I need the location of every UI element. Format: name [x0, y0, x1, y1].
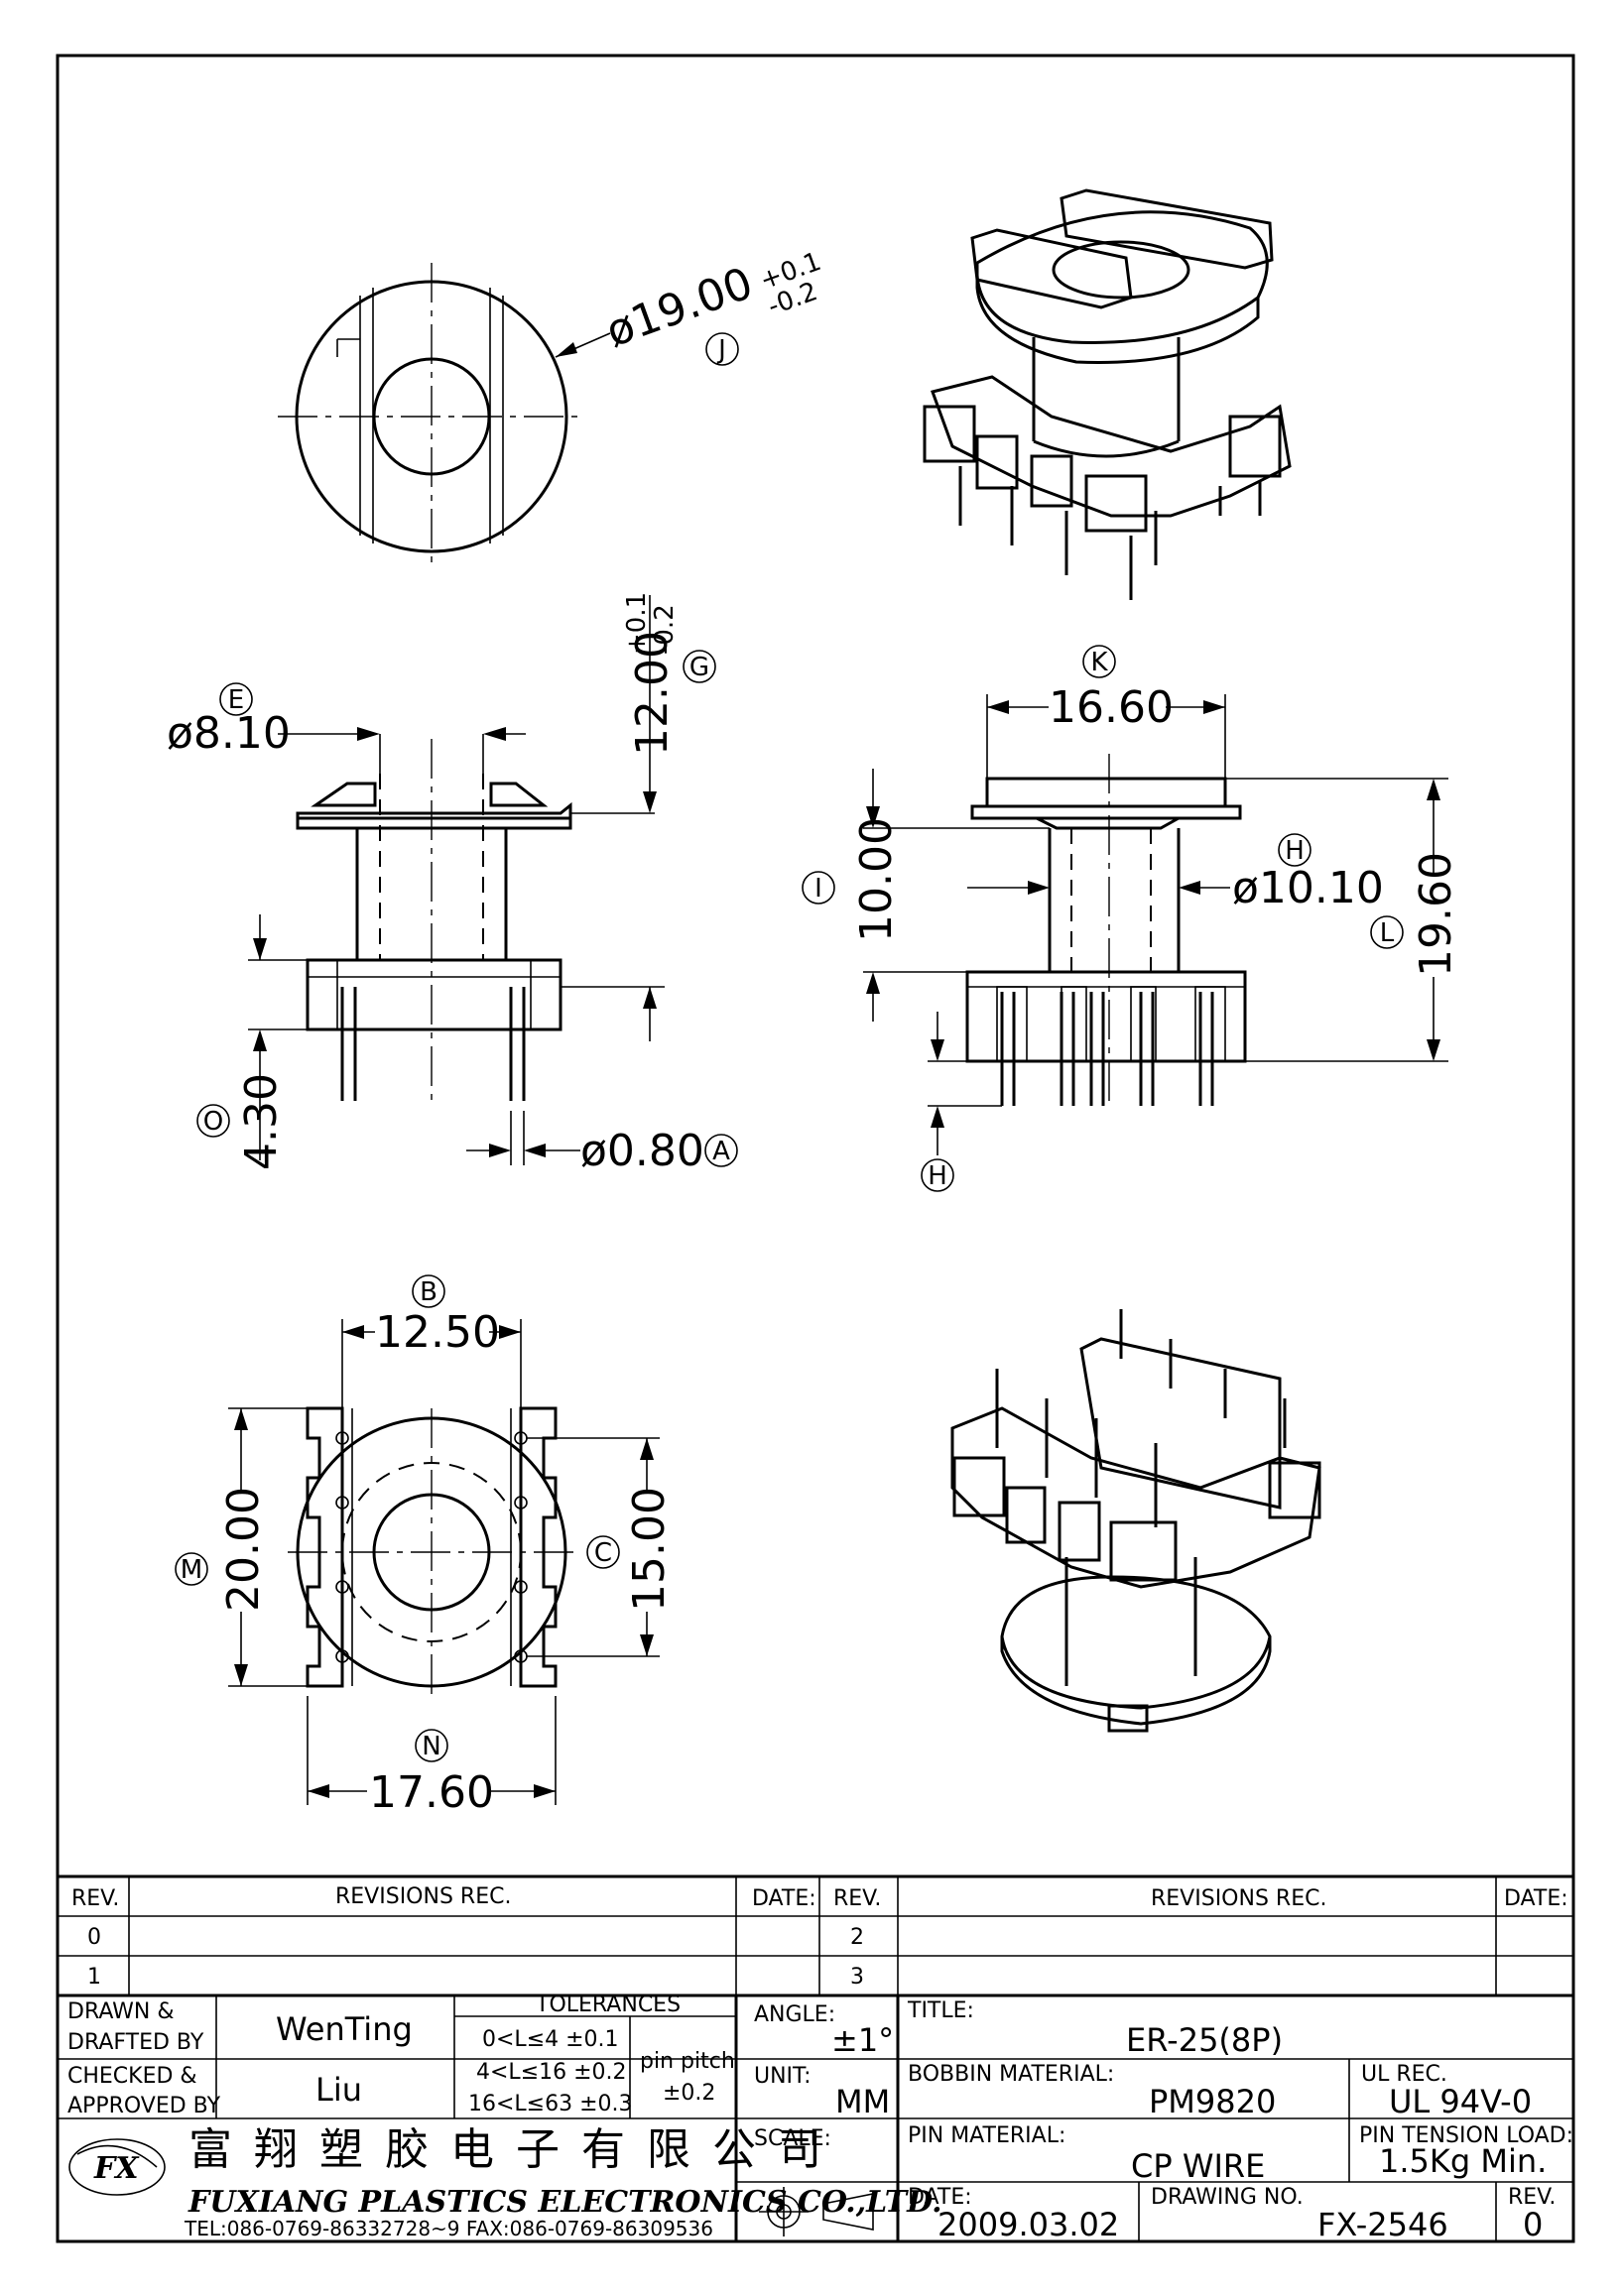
- callout-m: M: [181, 1555, 202, 1585]
- revisions-header-left: REVISIONS REC.: [335, 1884, 511, 1909]
- logo-text: FX: [93, 2151, 140, 2186]
- callout-g: G: [689, 653, 709, 682]
- rev-value: 0: [1523, 2206, 1543, 2243]
- core-length-label: 10.00: [851, 817, 902, 942]
- callout-n: N: [422, 1732, 440, 1761]
- total-height-label: 19.60: [1411, 852, 1461, 977]
- title-label: TITLE:: [907, 1998, 974, 2023]
- unit-label: UNIT:: [754, 2064, 811, 2089]
- rev-header-right: REV.: [833, 1886, 881, 1911]
- callout-c: C: [594, 1538, 612, 1568]
- pin-material-label: PIN MATERIAL:: [908, 2123, 1065, 2148]
- iso-view-flange-up: [923, 188, 1292, 600]
- tol-row-1: 4<L≤16 ±0.2: [476, 2060, 627, 2085]
- company-name-cn: 富翔塑胶电子有限公司: [188, 2124, 843, 2175]
- drawn-by: WenTing: [276, 2010, 413, 2048]
- rev-row-1: 1: [87, 1965, 101, 1990]
- drafted-label: DRAFTED BY: [67, 2030, 204, 2055]
- side-view: 16.60 K ø10.10 H 10.00 I 19.60 L: [802, 645, 1461, 1192]
- pin-span-label: 12.50: [375, 1307, 500, 1358]
- callout-h-base: H: [928, 1161, 947, 1191]
- bottom-view: 12.50 B 20.00 M 15.00 C 17.60 N: [175, 1274, 675, 1818]
- date-header-left: DATE:: [752, 1886, 816, 1911]
- length-label: 20.00: [218, 1487, 269, 1612]
- callout-i: I: [814, 874, 822, 904]
- tol-row-0: 0<L≤4 ±0.1: [482, 2027, 619, 2052]
- company-logo: FX: [68, 2138, 166, 2196]
- tol-row-2: 16<L≤63 ±0.3: [468, 2092, 633, 2116]
- rev-label: REV.: [1508, 2185, 1556, 2210]
- top-dia-label: ø19.00: [599, 258, 759, 357]
- date-value: 2009.03.02: [937, 2206, 1119, 2243]
- angle-label: ANGLE:: [754, 2002, 835, 2027]
- rev-row-3: 3: [850, 1965, 864, 1990]
- iso-view-pins-up: [950, 1309, 1321, 1733]
- drawing-no-label: DRAWING NO.: [1151, 2185, 1304, 2210]
- base-width-label: 17.60: [369, 1767, 494, 1818]
- angle-value: ±1°: [831, 2021, 894, 2059]
- pin-dia-label: ø0.80: [580, 1126, 704, 1176]
- drawn-label: DRAWN &: [67, 1999, 175, 2024]
- tolerances-header: TOLERANCES: [535, 1993, 681, 2017]
- height-tol-lower: -0.2: [650, 604, 680, 655]
- pin-material-value: CP WIRE: [1131, 2147, 1265, 2185]
- scale-label: SCALE:: [754, 2126, 831, 2151]
- projection-symbol: [759, 2187, 874, 2236]
- height-tol-upper: +0.1: [622, 592, 652, 655]
- pin-row-label: 15.00: [624, 1487, 675, 1612]
- pin-length-label: 4.30: [236, 1073, 287, 1170]
- callout-b: B: [420, 1277, 437, 1307]
- pin-pitch-value: ±0.2: [663, 2081, 715, 2106]
- top-width-label: 16.60: [1049, 682, 1174, 733]
- callout-a: A: [712, 1137, 730, 1166]
- height-label: 12.00: [627, 631, 678, 756]
- rev-row-2: 2: [850, 1925, 864, 1950]
- checked-label: CHECKED &: [67, 2064, 197, 2089]
- callout-o: O: [203, 1107, 223, 1137]
- ul-rec-value: UL 94V-0: [1389, 2083, 1532, 2120]
- approved-label: APPROVED BY: [67, 2094, 221, 2118]
- hole-dia-label: ø8.10: [167, 708, 291, 759]
- date-label: DATE:: [908, 2185, 972, 2210]
- drawing-no-value: FX-2546: [1317, 2206, 1448, 2243]
- front-view: ø8.10 E 12.00 +0.1 -0.2 G 4.30 O ø0.80: [167, 592, 738, 1176]
- approved-by: Liu: [315, 2071, 362, 2109]
- callout-k: K: [1090, 648, 1108, 677]
- rev-row-0: 0: [87, 1925, 101, 1950]
- date-header-right: DATE:: [1504, 1886, 1568, 1911]
- title-value: ER-25(8P): [1126, 2021, 1283, 2059]
- company-contact: TEL:086-0769-86332728~9 FAX:086-0769-863…: [184, 2217, 713, 2240]
- pin-tension-value: 1.5Kg Min.: [1379, 2142, 1547, 2180]
- ul-rec-label: UL REC.: [1361, 2062, 1447, 2087]
- company-name-en: FUXIANG PLASTICS ELECTRONICS CO.,LTD.: [187, 2185, 942, 2220]
- bobbin-material-label: BOBBIN MATERIAL:: [908, 2062, 1114, 2087]
- pin-tension-label: PIN TENSION LOAD:: [1359, 2123, 1573, 2148]
- bobbin-material-value: PM9820: [1149, 2083, 1276, 2120]
- pin-pitch-label: pin pitch: [640, 2049, 735, 2074]
- revision-table: REV. REVISIONS REC. DATE: REV. REVISIONS…: [56, 1874, 1575, 1997]
- core-dia-label: ø10.10: [1232, 863, 1384, 913]
- title-block: DRAWN & DRAFTED BY WenTing CHECKED & APP…: [56, 1993, 1575, 2243]
- callout-h-core: H: [1285, 836, 1305, 866]
- callout-e: E: [228, 685, 244, 715]
- rev-header-left: REV.: [71, 1886, 119, 1911]
- top-view: ø19.00 +0.1 -0.2 J: [278, 247, 825, 570]
- callout-l: L: [1380, 918, 1395, 948]
- revisions-header-right: REVISIONS REC.: [1151, 1886, 1326, 1911]
- unit-value: MM: [835, 2083, 890, 2120]
- callout-j: J: [716, 335, 726, 365]
